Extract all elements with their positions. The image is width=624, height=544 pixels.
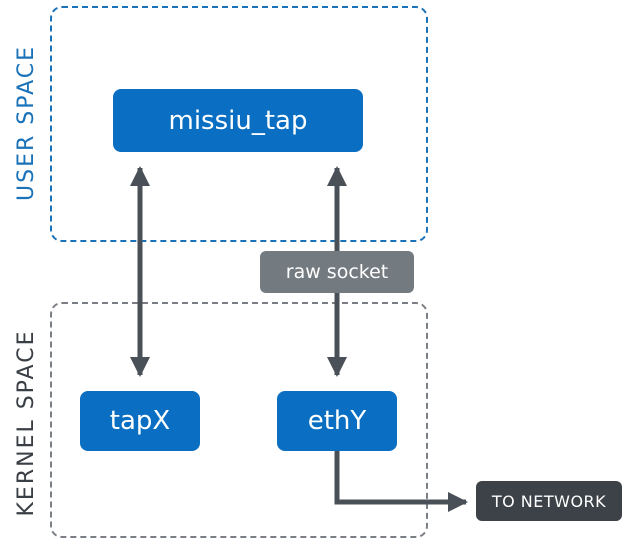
to-network-label: TO NETWORK — [476, 481, 622, 521]
user-space-region — [50, 6, 428, 242]
tapx-box: tapX — [80, 391, 200, 451]
ethy-box: ethY — [277, 391, 397, 451]
raw-socket-label: raw socket — [260, 251, 414, 293]
missiu-tap-box: missiu_tap — [113, 89, 363, 152]
ethy-to-network-arrow — [334, 451, 468, 512]
kernel-space-region — [50, 302, 428, 538]
